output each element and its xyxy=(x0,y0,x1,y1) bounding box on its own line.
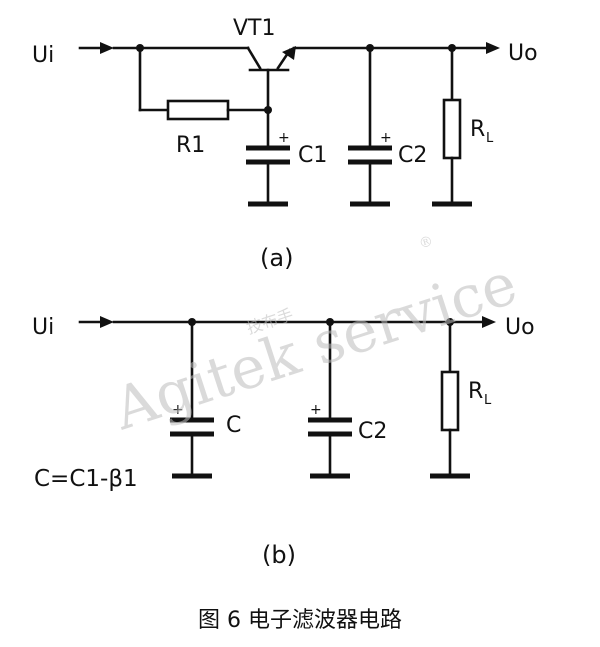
transistor-collector-a xyxy=(246,46,262,70)
figure-title: 图 6 电子滤波器电路 xyxy=(198,608,402,633)
load-sub-b: L xyxy=(484,393,492,408)
caption-b: (b) xyxy=(262,541,296,569)
input-label-b: Ui xyxy=(32,315,54,340)
load-sub-a: L xyxy=(486,131,494,146)
input-arrow-head-b xyxy=(100,316,114,328)
cap-c2-plus-b: + xyxy=(310,402,322,418)
cap-c1-plus: + xyxy=(278,130,290,146)
watermark-registered-mark: ® xyxy=(417,233,435,253)
resistor-rl-b xyxy=(440,370,460,432)
resistor-r1-label: R1 xyxy=(176,133,205,158)
output-arrow-head-b xyxy=(482,316,496,328)
input-label-a: Ui xyxy=(32,43,54,68)
resistor-rl-a xyxy=(442,98,462,160)
cap-c2-label-b: C2 xyxy=(358,419,387,444)
cap-c-label: C xyxy=(226,413,241,438)
output-arrow-head-a xyxy=(486,42,500,54)
caption-a: (a) xyxy=(260,244,293,272)
load-label-a: R xyxy=(470,117,485,142)
input-arrow-head-a xyxy=(100,42,114,54)
transistor-label-a: VT1 xyxy=(233,16,276,41)
diagram-a: Ui VT1 Uo R1 + C1 xyxy=(32,16,538,272)
capacitance-formula: C=C1-β1 xyxy=(34,466,138,492)
output-label-b: Uo xyxy=(505,315,535,340)
cap-c2-plus-a: + xyxy=(380,130,392,146)
cap-c1-label: C1 xyxy=(298,143,327,168)
watermark: Agitek service 技布手 ® xyxy=(105,233,525,444)
load-label-b: R xyxy=(468,379,483,404)
diagram-b: Ui Uo + C + C2 R L C=C1-β1 (b) xyxy=(32,315,535,569)
cap-c2-label-a: C2 xyxy=(398,143,427,168)
emitter-arrow-a xyxy=(282,46,296,60)
junction-dot-a4 xyxy=(264,106,272,114)
output-label-a: Uo xyxy=(508,41,538,66)
resistor-r1 xyxy=(166,99,230,121)
cap-c-plus: + xyxy=(172,402,184,418)
